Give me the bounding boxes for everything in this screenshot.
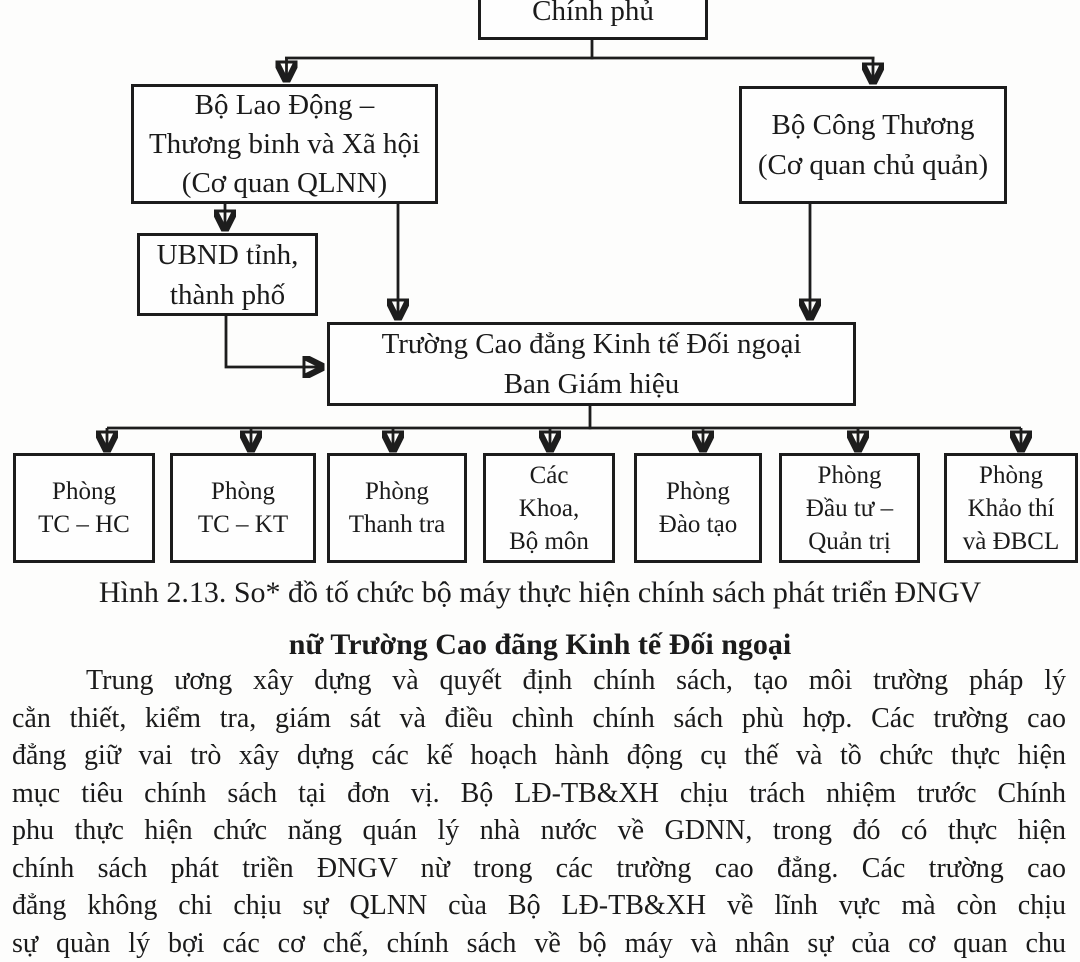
org-node-ministry-labor-label: Bộ Lao Động – Thương binh và Xã hội (Cơ …: [149, 86, 420, 203]
org-node-dept-tc-kt-label: Phòng TC – KT: [198, 475, 288, 541]
org-node-government-label: Chính phủ: [532, 0, 654, 28]
org-node-dept-investment: Phòng Đầu tư – Quản trị: [779, 453, 920, 563]
org-node-dept-investment-label: Phòng Đầu tư – Quản trị: [806, 459, 893, 558]
body-line-clipped: sự quàn lý bợi các cơ chế, chính sách về…: [12, 925, 1066, 962]
org-node-faculties: Các Khoa, Bộ môn: [483, 453, 615, 563]
org-node-ministry-industry-trade: Bộ Công Thương (Cơ quan chủ quản): [739, 86, 1007, 204]
body-line: Trung ương xây dựng và quyết định chính …: [12, 662, 1066, 700]
org-node-dept-tc-hc-label: Phòng TC – HC: [38, 475, 130, 541]
org-node-dept-training: Phòng Đào tạo: [634, 453, 762, 563]
org-node-dept-testing-qa: Phòng Khảo thí và ĐBCL: [944, 453, 1078, 563]
org-node-dept-inspection: Phòng Thanh tra: [327, 453, 467, 563]
arrow-ubnd-to-school: [226, 315, 318, 367]
figure-caption: Hình 2.13. So* đồ tố chức bộ máy thực hi…: [0, 574, 1080, 612]
org-node-dept-testing-qa-label: Phòng Khảo thí và ĐBCL: [963, 459, 1060, 558]
org-node-ministry-industry-trade-label: Bộ Công Thương (Cơ quan chủ quản): [758, 105, 988, 185]
org-node-college-board-label: Trường Cao đẳng Kinh tế Đối ngoại Ban Gi…: [382, 324, 802, 404]
org-node-dept-inspection-label: Phòng Thanh tra: [349, 475, 445, 541]
body-line: mục tiêu chính sách tại đơn vị. Bộ LĐ-TB…: [12, 775, 1066, 813]
org-node-government: Chính phủ: [478, 0, 708, 40]
body-paragraph: Trung ương xây dựng và quyết định chính …: [12, 662, 1066, 962]
org-node-dept-tc-hc: Phòng TC – HC: [13, 453, 155, 563]
org-node-dept-tc-kt: Phòng TC – KT: [170, 453, 316, 563]
body-line: đẳng giữ vai trò xây dựng các kế hoạch h…: [12, 737, 1066, 775]
body-line: chính sách phát triền ĐNGV nừ trong các …: [12, 850, 1066, 888]
figure-caption-line2: nữ Trường Cao đãng Kinh tế Đối ngoại: [0, 626, 1080, 664]
body-line: cằn thiết, kiểm tra, giám sát và điều ch…: [12, 700, 1066, 738]
org-node-dept-training-label: Phòng Đào tạo: [659, 475, 737, 541]
body-line: đẳng không chi chịu sự QLNN cùa Bộ LĐ-TB…: [12, 887, 1066, 925]
org-node-provincial-peoples-committee-label: UBND tỉnh, thành phố: [157, 235, 299, 315]
body-line: phu thực hiện chức năng quán lý nhà nước…: [12, 812, 1066, 850]
org-node-provincial-peoples-committee: UBND tỉnh, thành phố: [137, 233, 318, 316]
org-node-college-board: Trường Cao đẳng Kinh tế Đối ngoại Ban Gi…: [327, 322, 856, 406]
org-node-faculties-label: Các Khoa, Bộ môn: [509, 459, 589, 558]
org-node-ministry-labor: Bộ Lao Động – Thương binh và Xã hội (Cơ …: [131, 84, 438, 204]
